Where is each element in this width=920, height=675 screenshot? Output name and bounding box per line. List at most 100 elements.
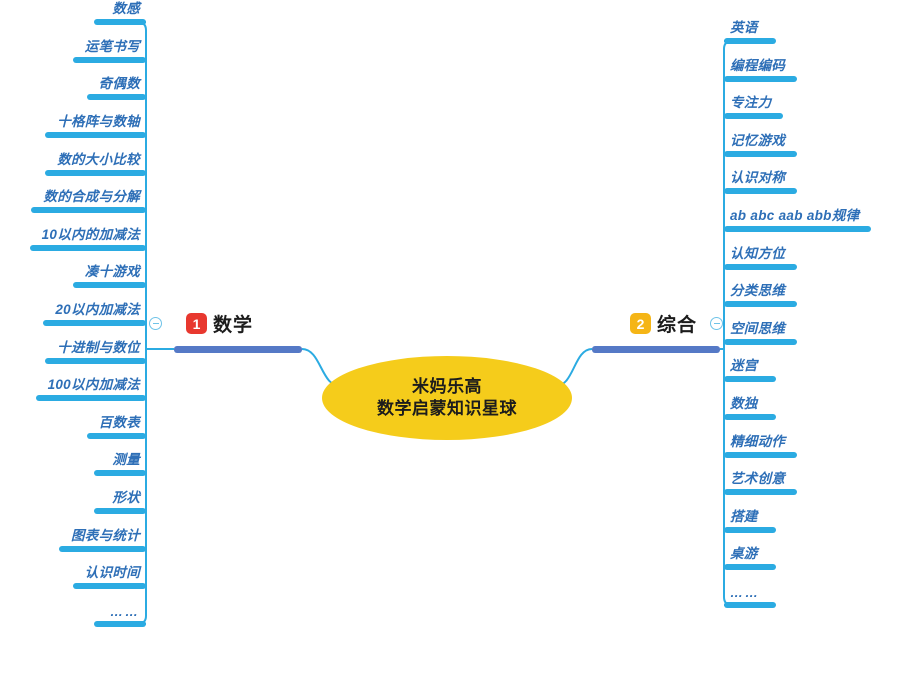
leaf-topic-label: 专注力 [730, 95, 772, 111]
leaf-topic-label: …… [110, 603, 140, 619]
leaf-topic-bar [724, 564, 776, 571]
leaf-topic[interactable]: 艺术创意 [724, 457, 797, 496]
leaf-topic-label: 测量 [112, 452, 140, 468]
leaf-topic[interactable]: 凑十游戏 [73, 250, 146, 289]
leaf-topic[interactable]: 记忆游戏 [724, 119, 797, 157]
leaf-topic-bar [36, 395, 146, 402]
branch-bar-math [174, 346, 302, 353]
leaf-topic-label: 形状 [112, 490, 140, 505]
leaf-topic-label: 图表与统计 [71, 527, 140, 543]
leaf-topic-label: 百数表 [98, 414, 140, 430]
leaf-topic-bar [724, 150, 797, 157]
leaf-topic-bar [31, 207, 146, 214]
center-topic-node[interactable]: 米妈乐高 数学启蒙知识星球 [322, 356, 572, 440]
leaf-topic[interactable]: 搭建 [724, 495, 776, 533]
leaf-topic[interactable]: 百数表 [87, 401, 146, 439]
leaf-topic[interactable]: 空间思维 [724, 307, 797, 345]
leaf-topic-label: 英语 [730, 20, 758, 35]
leaf-topic-label: 运笔书写 [84, 38, 140, 54]
leaf-topic-bar [87, 94, 146, 101]
leaf-topic-label: 桌游 [730, 546, 758, 562]
leaf-topic-label: ab abc aab abb规律 [730, 208, 860, 223]
leaf-topic-bar [59, 545, 146, 552]
leaf-topic-bar [87, 432, 146, 439]
leaf-topic[interactable]: 图表与统计 [59, 514, 146, 552]
leaf-topic-bar [724, 414, 776, 420]
leaf-topic-bar [724, 451, 797, 458]
leaf-topic[interactable]: 数的大小比较 [45, 138, 146, 176]
leaf-topic-label: 艺术创意 [730, 471, 786, 487]
leaf-topic[interactable]: 分类思维 [724, 269, 797, 308]
leaf-topic[interactable]: 精细动作 [724, 420, 797, 458]
branch-label-math[interactable]: 1 数学 [186, 310, 253, 337]
leaf-topic[interactable]: 认识对称 [724, 156, 797, 195]
collapse-minus-icon-left[interactable] [149, 317, 162, 330]
leaf-topic-label: 数的合成与分解 [43, 189, 140, 205]
leaf-topic[interactable]: …… [94, 589, 146, 627]
leaf-topic-label: 认识对称 [730, 170, 786, 186]
leaf-topic[interactable]: 数感 [94, 0, 146, 26]
leaf-topic-bar [94, 508, 146, 514]
leaf-topic-bar [724, 188, 797, 195]
leaf-topic-label: 认识时间 [84, 565, 140, 581]
leaf-topic-bar [30, 244, 146, 251]
leaf-topic-bar [94, 620, 146, 627]
leaf-topic-bar [45, 132, 146, 138]
leaf-topic-label: 凑十游戏 [84, 264, 140, 280]
leaf-topic[interactable]: 20以内加减法 [43, 288, 146, 326]
leaf-topic[interactable]: 认知方位 [724, 232, 797, 270]
leaf-topic[interactable]: 运笔书写 [73, 25, 146, 63]
leaf-topic-label: 数的大小比较 [57, 151, 140, 167]
leaf-topic[interactable]: 形状 [94, 476, 146, 514]
leaf-topic-bar [73, 583, 146, 590]
leaf-topic-label: 数感 [112, 1, 140, 17]
leaf-topic-bar [724, 38, 776, 44]
leaf-topic-bar [94, 470, 146, 477]
branch-title-comprehensive: 综合 [657, 315, 698, 336]
leaf-topic-bar [724, 526, 776, 533]
leaf-topic[interactable]: 奇偶数 [87, 62, 146, 101]
leaf-topic[interactable]: 编程编码 [724, 44, 797, 82]
leaf-topic[interactable]: 数独 [724, 382, 776, 420]
leaf-topic-bar [45, 357, 146, 364]
leaf-topic-bar [94, 19, 146, 26]
leaf-topic[interactable]: 测量 [94, 438, 146, 477]
leaf-topic[interactable]: 10以内的加减法 [30, 213, 146, 251]
leaf-topic-bar [73, 282, 146, 289]
leaf-topic-bar [724, 263, 797, 270]
leaf-topic[interactable]: 十进制与数位 [45, 326, 146, 364]
leaf-topic[interactable]: …… [724, 570, 776, 608]
branch-title-math: 数学 [213, 315, 254, 336]
leaf-topic-bar [724, 489, 797, 496]
leaf-topic-label: 奇偶数 [98, 76, 140, 92]
leaf-topic[interactable]: ab abc aab abb规律 [724, 194, 871, 232]
leaf-topic-label: 记忆游戏 [730, 132, 786, 148]
leaf-topic-bar [724, 376, 776, 383]
leaf-topic[interactable]: 专注力 [724, 81, 783, 120]
leaf-topic-bar [724, 338, 797, 345]
leaf-topic[interactable]: 100以内加减法 [36, 363, 146, 402]
leaf-topic[interactable]: 十格阵与数轴 [45, 100, 146, 138]
leaf-topic[interactable]: 桌游 [724, 532, 776, 571]
leaf-topic[interactable]: 数的合成与分解 [31, 175, 146, 214]
leaf-topic[interactable]: 英语 [724, 6, 776, 44]
collapse-minus-icon-right[interactable] [710, 317, 723, 330]
leaf-topic-bar [43, 320, 146, 326]
leaf-topic-bar [73, 56, 146, 63]
leaf-topic-label: 10以内的加减法 [41, 226, 140, 242]
leaf-topic[interactable]: 认识时间 [73, 551, 146, 590]
leaf-topic-label: 20以内加减法 [55, 302, 140, 317]
leaf-topic-bar [724, 602, 776, 608]
leaf-topic[interactable]: 迷宫 [724, 344, 776, 383]
leaf-topic-label: 认知方位 [730, 245, 786, 261]
leaf-topic-label: …… [730, 585, 760, 600]
branch-bar-comprehensive [592, 346, 720, 353]
leaf-topic-label: 100以内加减法 [47, 377, 140, 393]
branch-label-comprehensive[interactable]: 2 综合 [630, 310, 697, 337]
branch-index-badge-2: 2 [630, 313, 651, 334]
leaf-topic-label: 十格阵与数轴 [57, 114, 140, 129]
leaf-topic-label: 迷宫 [730, 358, 758, 374]
leaf-topic-label: 空间思维 [730, 320, 786, 336]
leaf-topic-label: 精细动作 [730, 433, 786, 449]
